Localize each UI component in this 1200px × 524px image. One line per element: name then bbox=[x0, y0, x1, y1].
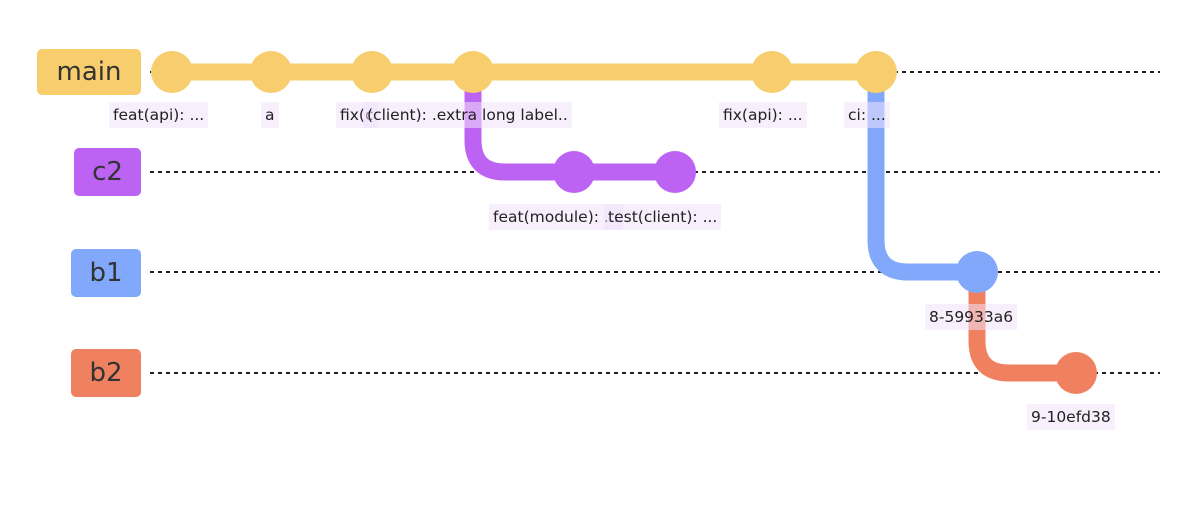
commit-dot[interactable] bbox=[351, 51, 393, 93]
commit-label: 9-10efd38 bbox=[1027, 404, 1115, 430]
branch-path-b1 bbox=[867, 63, 986, 281]
commit-dot[interactable] bbox=[553, 151, 595, 193]
commit-label: a bbox=[261, 102, 279, 128]
commit-dot[interactable] bbox=[1055, 352, 1097, 394]
commit-dot[interactable] bbox=[751, 51, 793, 93]
branch-path-b2 bbox=[968, 263, 1085, 382]
commit-label: 8-59933a6 bbox=[925, 304, 1018, 330]
commit-dot[interactable] bbox=[250, 51, 292, 93]
branch-label-b2[interactable]: b2 bbox=[71, 349, 141, 397]
commit-dot[interactable] bbox=[452, 51, 494, 93]
commit-dot[interactable] bbox=[855, 51, 897, 93]
branch-path-c2 bbox=[464, 63, 684, 181]
branch-label-b1[interactable]: b1 bbox=[71, 249, 141, 297]
commit-label: fix(api): ... bbox=[719, 102, 807, 128]
commit-label: test(client): ... bbox=[604, 204, 722, 230]
branch-label-c2[interactable]: c2 bbox=[74, 148, 141, 196]
commit-label: feat(api): ... bbox=[109, 102, 209, 128]
commit-label: ci: ... bbox=[844, 102, 890, 128]
commit-label: (client): .extra long label.. bbox=[363, 102, 572, 128]
commit-dot[interactable] bbox=[654, 151, 696, 193]
commit-label: feat(module): ... bbox=[489, 204, 623, 230]
branch-label-main[interactable]: main bbox=[37, 49, 141, 95]
commit-dot[interactable] bbox=[956, 251, 998, 293]
commit-dot[interactable] bbox=[151, 51, 193, 93]
